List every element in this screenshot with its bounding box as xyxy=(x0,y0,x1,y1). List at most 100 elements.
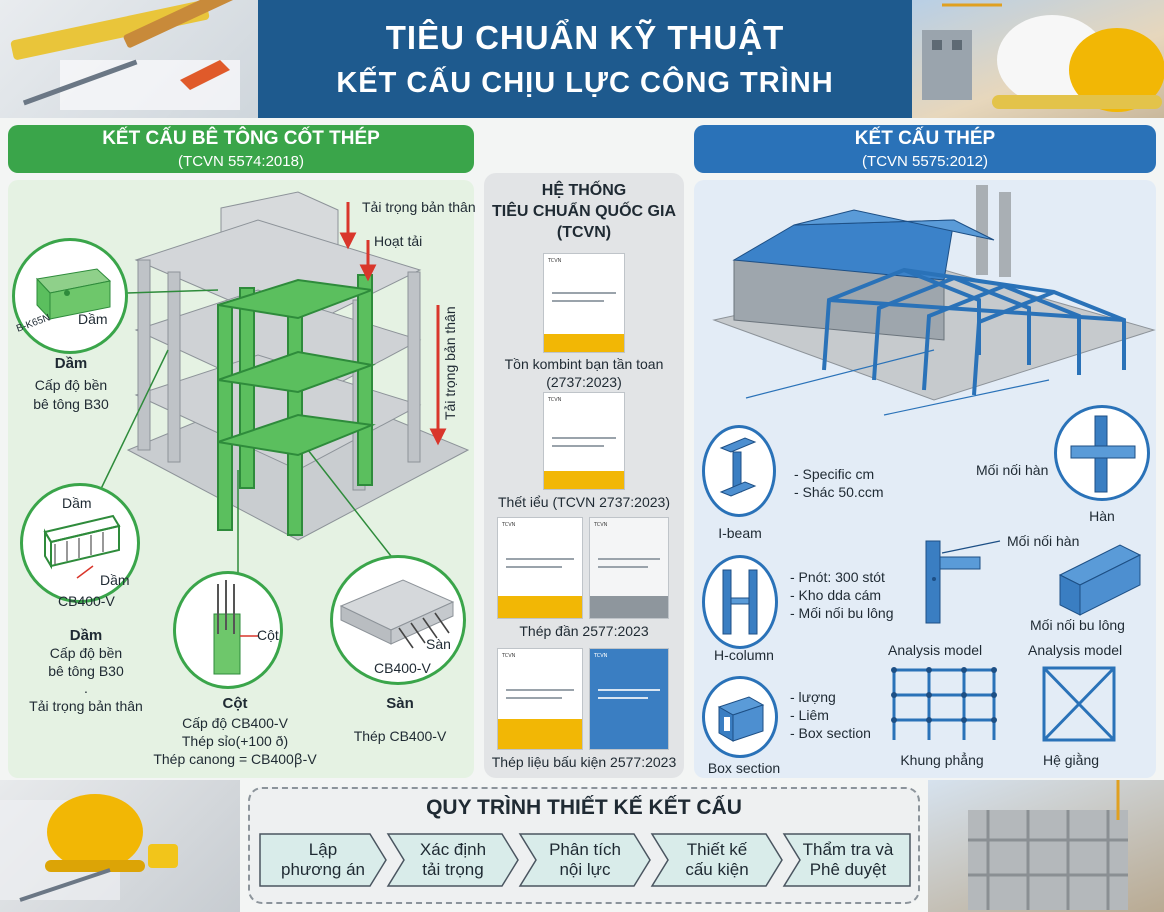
analysis-models-illustration xyxy=(891,666,1116,742)
weld-joint-label: Mối nối hàn xyxy=(1007,533,1080,549)
header-helmets-photo xyxy=(912,0,1164,118)
tcvn-doc1-code: (2737:2023) xyxy=(546,374,622,390)
column-line1: Cấp độ CB400-V xyxy=(182,715,288,731)
box-note1: - lượng xyxy=(790,689,836,705)
header-title-line1: TIÊU CHUẨN KỸ THUẬT xyxy=(385,18,785,56)
steel-banner: KẾT CẤU THÉP (TCVN 5575:2012) xyxy=(694,125,1156,173)
load-live-label: Hoạt tải xyxy=(374,233,423,249)
cage-mid-label: Dầm xyxy=(100,572,130,588)
beam-grade-line1: Cấp độ bền xyxy=(34,377,108,393)
footer-construction-photo xyxy=(928,780,1164,912)
hcolumn-note3: - Mối nối bu lông xyxy=(790,605,894,621)
concrete-banner-standard: (TCVN 5574:2018) xyxy=(178,153,304,170)
weld-joint-icon xyxy=(1070,415,1136,493)
concrete-building-illustration xyxy=(67,191,470,600)
step-1-line1: Lập xyxy=(308,840,338,860)
concrete-banner: KẾT CẤU BÊ TÔNG CỐT THÉP (TCVN 5574:2018… xyxy=(8,125,474,173)
tcvn-doc-2: TCVN xyxy=(543,392,625,490)
steel-factory-illustration xyxy=(712,185,1156,416)
ibeam-label: I-beam xyxy=(718,525,762,541)
box-note3: - Box section xyxy=(790,725,871,741)
beam-title: Dầm xyxy=(54,355,88,372)
rebar-cage-illustration xyxy=(43,514,121,579)
joints-illustration xyxy=(925,540,1142,624)
steel-banner-standard: (TCVN 5575:2012) xyxy=(862,153,988,170)
hcolumn-note2: - Kho dda cám xyxy=(790,587,882,603)
slab-circle-steel: CB400-V xyxy=(374,660,431,676)
beam-grade-line2: bê tông B30 xyxy=(33,396,109,412)
slab-title: Sàn xyxy=(386,695,414,712)
box-section-label: Box section xyxy=(707,760,781,776)
analysis-model-1: Analysis model xyxy=(888,642,983,658)
step-5-line1: Thẩm tra và xyxy=(802,840,894,860)
step-4-line2: cấu kiện xyxy=(685,860,749,879)
step-1-line2: phương án xyxy=(281,860,365,879)
tcvn-doc-4: TCVN xyxy=(589,517,669,619)
frame-label: Khung phẳng xyxy=(900,752,984,768)
box-note2: - Liêm xyxy=(790,707,829,723)
beam2-line2: bê tông B30 xyxy=(48,663,124,679)
ibeam-circle xyxy=(702,425,776,517)
cage-top-label: Dầm xyxy=(62,495,92,511)
slab-detail-illustration xyxy=(339,579,455,649)
rebar-cage-circle xyxy=(20,483,140,603)
steel-banner-title: KẾT CẤU THÉP xyxy=(854,128,996,149)
load-self-vertical-label: Tải trọng bản thân xyxy=(442,306,458,420)
column-line2: Thép sỉo(+100 ð) xyxy=(181,733,289,749)
tcvn-doc3-caption: Thép đần 2577:2023 xyxy=(519,623,649,639)
beam-detail-circle xyxy=(12,238,128,354)
beam2-dot: . xyxy=(84,680,88,696)
beam-detail-illustration xyxy=(36,268,112,321)
tcvn-title-line3: (TCVN) xyxy=(556,224,612,241)
tcvn-doc4-caption: Thép liệu bấu kiện 2577:2023 xyxy=(491,754,677,770)
tcvn-doc-3: TCVN xyxy=(497,517,583,619)
hcolumn-circle xyxy=(702,555,778,649)
hcolumn-label: H-column xyxy=(714,647,774,663)
brace-label: Hệ giằng xyxy=(1042,752,1100,768)
step-3-line2: nội lực xyxy=(559,860,611,879)
header-title-line2: KẾT CẤU CHỊU LỰC CÔNG TRÌNH xyxy=(336,66,834,99)
tcvn-doc1-caption: Tồn kombint bạn tần toan xyxy=(504,356,664,372)
weld-right-label: Mối nối hàn xyxy=(976,462,1049,478)
tcvn-title-line1: HỆ THỐNG xyxy=(541,182,627,199)
ibeam-note1: - Specific cm xyxy=(794,466,875,482)
column-line3: Thép canong = CB400ꞵ-V xyxy=(153,751,317,767)
tcvn-doc-6: TCVN xyxy=(589,648,669,750)
column-title: Cột xyxy=(222,695,248,712)
design-process-title: QUY TRÌNH THIẾT KẾ KẾT CẤU xyxy=(426,796,742,819)
box-section-circle xyxy=(702,676,778,758)
weld-circle xyxy=(1054,405,1150,501)
weld-circle-label: Hàn xyxy=(1089,508,1115,524)
tcvn-doc-5: TCVN xyxy=(497,648,583,750)
footer-helmet-illustration xyxy=(0,794,178,902)
beam2-line1: Cấp độ bền xyxy=(49,645,123,661)
column-circle-label: Cột xyxy=(257,627,279,643)
hcolumn-icon xyxy=(722,569,758,635)
concrete-banner-title: KẾT CẤU BÊ TÔNG CỐT THÉP xyxy=(102,128,380,149)
tcvn-doc-1: TCVN xyxy=(543,253,625,353)
column-detail-circle xyxy=(173,571,283,689)
header-tools-photo xyxy=(0,0,258,118)
cage-bottom-label: CB400-V xyxy=(58,593,115,609)
load-self-label: Tải trọng bản thân xyxy=(362,199,476,215)
box-section-icon xyxy=(717,696,765,742)
slab-detail-circle xyxy=(330,555,466,685)
slab-circle-label: Sàn xyxy=(426,636,451,652)
beam-circle-label: Dầm xyxy=(78,311,108,327)
analysis-model-2: Analysis model xyxy=(1028,642,1123,658)
step-4-line1: Thiết kế xyxy=(686,840,748,860)
bolt-joint-label: Mối nối bu lông xyxy=(1030,617,1125,633)
step-2-line1: Xác định xyxy=(419,840,487,860)
helmets-illustration xyxy=(922,3,1164,112)
step-3-line1: Phân tích xyxy=(549,840,621,860)
tcvn-title-line2: TIÊU CHUẨN QUỐC GIA xyxy=(492,203,676,220)
header-title-bar: TIÊU CHUẨN KỸ THUẬT KẾT CẤU CHỊU LỰC CÔN… xyxy=(258,0,912,118)
ibeam-icon xyxy=(719,437,757,497)
step-5-line2: Phê duyệt xyxy=(809,860,887,879)
footer-construction-illustration xyxy=(968,780,1128,910)
beam2-title: Dầm xyxy=(69,627,103,644)
